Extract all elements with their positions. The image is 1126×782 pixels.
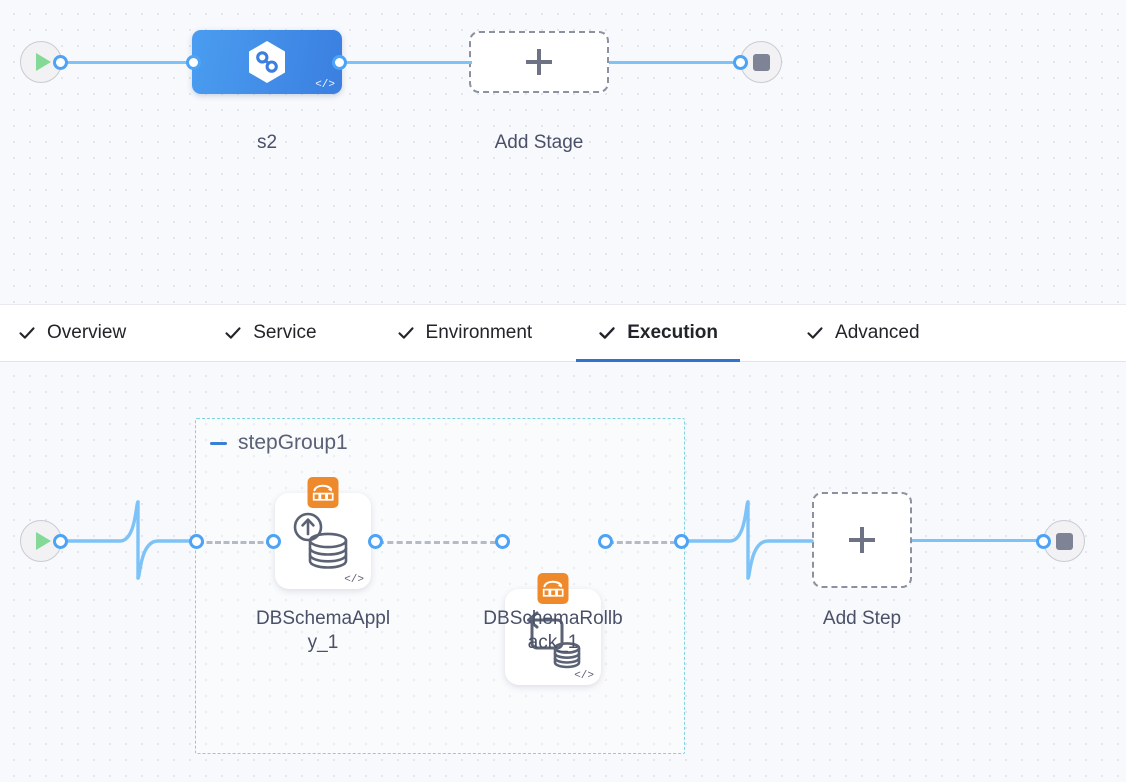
database-rollback-loop-icon [527,611,581,669]
tab-execution[interactable]: Execution [576,304,740,362]
step-node-dbschemaapply[interactable]: </> [275,477,371,589]
link-stage-to-addstage [340,61,472,64]
link-addstep-to-end [912,539,1049,542]
step2-input-port[interactable] [495,534,510,549]
pipeline-end-node[interactable] [740,41,782,83]
stop-icon [752,53,770,71]
add-stage-button[interactable] [469,31,609,93]
start-node-output-port[interactable] [53,55,68,70]
database-apply-up-arrow-icon [293,512,348,569]
stage-input-port[interactable] [186,55,201,70]
dlink-step2-to-groupout [608,541,676,544]
tab-service-label: Service [253,322,317,343]
execution-start-output-port[interactable] [53,534,68,549]
step-code-badge-icon[interactable]: </> [344,574,364,586]
step1-label-line2: y_1 [307,631,339,653]
minus-icon[interactable] [210,441,227,445]
step2-output-port[interactable] [598,534,613,549]
play-icon [36,532,51,550]
step-node-dbschemaapply-label: DBSchemaAppl y_1 [238,607,408,655]
check-icon [598,324,616,342]
step-node-dbschemarollback[interactable]: </> [505,573,601,685]
check-icon [397,324,415,342]
step1-output-port[interactable] [368,534,383,549]
step-node-dbschemarollback-label: DBSchemaRollb ack_1 [468,607,638,655]
execution-steps-canvas[interactable]: stepGroup1 [0,362,1126,782]
step-code-badge-icon[interactable]: </> [574,670,594,682]
end-node-circle [1043,520,1085,562]
add-step-label: Add Step [822,608,902,629]
step2-label-line1: DBSchemaRollb [483,608,623,629]
link-stepgroup-to-addstep [682,500,814,580]
link-addstage-to-end [609,61,746,64]
plus-icon [849,527,875,553]
tab-advanced[interactable]: Advanced [806,304,920,362]
stepgroup-output-port[interactable] [674,534,689,549]
aws-database-migration-icon [307,477,339,508]
dlink-groupin-to-step1 [198,541,272,544]
tab-advanced-label: Advanced [835,322,920,343]
stage-node-s2[interactable]: </> [192,30,342,94]
stepgroup-input-port[interactable] [189,534,204,549]
tab-environment-label: Environment [425,322,533,343]
tab-service[interactable]: Service [224,304,317,362]
end-node-input-port[interactable] [733,55,748,70]
step-group-title: stepGroup1 [238,431,348,454]
step-group-container[interactable]: stepGroup1 [195,418,685,754]
tab-overview[interactable]: Overview [18,304,126,362]
step1-input-port[interactable] [266,534,281,549]
execution-end-input-port[interactable] [1036,534,1051,549]
dlink-step1-to-step2 [378,541,496,544]
link-start-to-stepgroup [58,500,203,580]
aws-database-migration-icon [537,573,569,604]
add-step-button[interactable] [812,492,912,588]
stage-label: s2 [256,132,278,153]
stage-config-tabbar[interactable]: Overview Service Environment Execution A [0,304,1126,362]
execution-end-node[interactable] [1043,520,1085,562]
stop-icon [1055,532,1073,550]
check-icon [224,324,242,342]
link-start-to-stage [60,61,200,64]
add-stage-label: Add Stage [494,132,584,153]
step2-label-line2: ack_1 [527,631,579,653]
tab-environment[interactable]: Environment [397,304,533,362]
step-group-header[interactable]: stepGroup1 [210,431,348,455]
check-icon [18,324,36,342]
stage-code-badge-icon[interactable]: </> [315,79,335,91]
plus-icon [526,49,552,75]
step1-label-line1: DBSchemaAppl [255,608,391,629]
harness-hexagon-infinity-icon [249,41,285,83]
check-icon [806,324,824,342]
end-node-circle [740,41,782,83]
pipeline-stages-canvas[interactable]: </> s2 Add Stage [0,0,1126,304]
play-icon [36,53,51,71]
tab-overview-label: Overview [47,322,127,343]
stage-output-port[interactable] [332,55,347,70]
tab-execution-label: Execution [627,322,719,343]
stage-node-card[interactable]: </> [192,30,342,94]
